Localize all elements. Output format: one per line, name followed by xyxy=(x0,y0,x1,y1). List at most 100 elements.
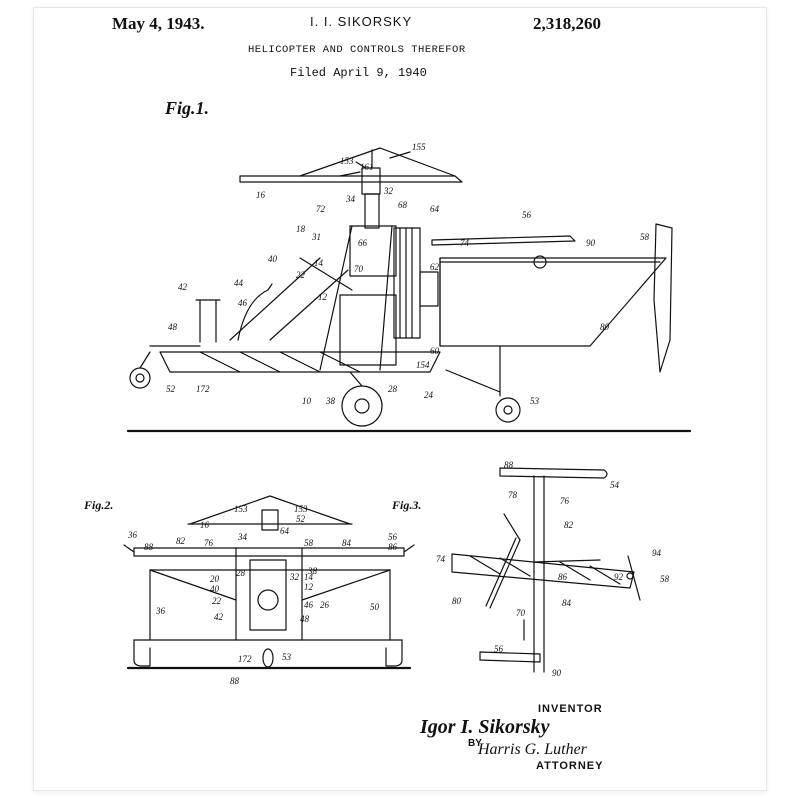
reference-number: 52 xyxy=(166,384,176,394)
reference-number: 31 xyxy=(311,232,321,242)
reference-number: 52 xyxy=(296,514,306,524)
reference-number: 53 xyxy=(530,396,540,406)
reference-number: 86 xyxy=(558,572,568,582)
reference-number: 88 xyxy=(230,676,240,686)
reference-number: 70 xyxy=(354,264,364,274)
reference-number: 84 xyxy=(562,598,572,608)
reference-number: 74 xyxy=(436,554,446,564)
reference-number: 54 xyxy=(610,480,620,490)
reference-number: 16 xyxy=(200,520,210,530)
reference-number: 58 xyxy=(304,538,314,548)
reference-number: 70 xyxy=(516,608,526,618)
figure-3-label: Fig.3. xyxy=(392,498,422,512)
reference-number: 40 xyxy=(268,254,278,264)
reference-number: 154 xyxy=(416,360,430,370)
reference-number: 76 xyxy=(560,496,570,506)
reference-number: 64 xyxy=(280,526,290,536)
reference-number: 64 xyxy=(430,204,440,214)
reference-number: 44 xyxy=(234,278,244,288)
reference-number: 26 xyxy=(320,600,330,610)
reference-number: 80 xyxy=(600,322,610,332)
reference-number: 172 xyxy=(196,384,210,394)
reference-number: 82 xyxy=(564,520,574,530)
reference-number: 58 xyxy=(640,232,650,242)
reference-number: 94 xyxy=(652,548,662,558)
reference-number: 46 xyxy=(238,298,248,308)
reference-number: 84 xyxy=(342,538,352,548)
reference-number: 36 xyxy=(155,606,166,616)
reference-number: 82 xyxy=(176,536,186,546)
reference-number: 58 xyxy=(660,574,670,584)
reference-number: 88 xyxy=(504,460,514,470)
patent-title: HELICOPTER AND CONTROLS THEREFOR xyxy=(248,44,466,56)
fig1-side-view xyxy=(126,147,692,433)
inventor-label: INVENTOR xyxy=(538,703,603,715)
reference-number: 12 xyxy=(318,292,328,302)
reference-number: 155 xyxy=(412,142,426,152)
reference-number: 20 xyxy=(210,574,220,584)
reference-number: 28 xyxy=(236,568,246,578)
reference-number: 32 xyxy=(289,572,300,582)
reference-number: 80 xyxy=(452,596,462,606)
reference-number: 53 xyxy=(282,652,292,662)
reference-number: 56 xyxy=(388,532,398,542)
reference-number: 16 xyxy=(256,190,266,200)
inventor-signature: Igor I. Sikorsky xyxy=(420,716,550,738)
reference-number: 56 xyxy=(494,644,504,654)
reference-number: 34 xyxy=(237,532,248,542)
reference-number: 68 xyxy=(398,200,408,210)
reference-number: 62 xyxy=(430,262,440,272)
reference-number: 88 xyxy=(144,542,154,552)
reference-number: 48 xyxy=(168,322,178,332)
patent-date: May 4, 1943. xyxy=(112,14,205,33)
reference-number: 76 xyxy=(204,538,214,548)
reference-number: 34 xyxy=(345,194,356,204)
reference-number: 36 xyxy=(127,530,138,540)
reference-number: 90 xyxy=(586,238,596,248)
reference-number: 172 xyxy=(238,654,252,664)
reference-number: 161 xyxy=(360,162,374,172)
reference-number: 24 xyxy=(424,390,434,400)
reference-number: 14 xyxy=(314,258,324,268)
by-label: BY xyxy=(468,738,482,749)
reference-number: 92 xyxy=(614,572,624,582)
figure-2-label: Fig.2. xyxy=(84,498,114,512)
reference-number: 50 xyxy=(370,602,380,612)
reference-number: 72 xyxy=(316,204,326,214)
reference-number: 66 xyxy=(358,238,368,248)
reference-number: 60 xyxy=(430,346,440,356)
reference-number: 86 xyxy=(388,542,398,552)
reference-number: 18 xyxy=(296,224,306,234)
reference-number: 14 xyxy=(304,572,314,582)
reference-number: 74 xyxy=(460,238,470,248)
reference-number: 22 xyxy=(296,270,306,280)
reference-number: 153 xyxy=(340,156,354,166)
reference-number: 40 xyxy=(210,584,220,594)
reference-number: 42 xyxy=(178,282,188,292)
reference-number: 46 xyxy=(304,600,314,610)
reference-number: 38 xyxy=(325,396,336,406)
reference-number: 42 xyxy=(214,612,224,622)
reference-number: 10 xyxy=(302,396,312,406)
reference-number: 12 xyxy=(304,582,314,592)
filed-date: Filed April 9, 1940 xyxy=(290,66,427,80)
reference-number: 153 xyxy=(294,504,308,514)
reference-number: 90 xyxy=(552,668,562,678)
reference-number: 153 xyxy=(234,504,248,514)
reference-number: 48 xyxy=(300,614,310,624)
attorney-label: ATTORNEY xyxy=(536,760,604,772)
attorney-signature: Harris G. Luther xyxy=(478,741,587,758)
fig3-top-view xyxy=(451,467,641,673)
figure-1-label: Fig.1. xyxy=(165,98,210,118)
patent-number: 2,318,260 xyxy=(533,14,601,33)
fig2-front-view xyxy=(123,495,415,670)
reference-number: 32 xyxy=(383,186,394,196)
reference-number: 56 xyxy=(522,210,532,220)
patent-sheet xyxy=(34,8,766,790)
reference-number: 38 xyxy=(307,566,318,576)
inventor-name: I. I. SIKORSKY xyxy=(310,14,413,29)
reference-number: 28 xyxy=(388,384,398,394)
reference-number: 78 xyxy=(508,490,518,500)
